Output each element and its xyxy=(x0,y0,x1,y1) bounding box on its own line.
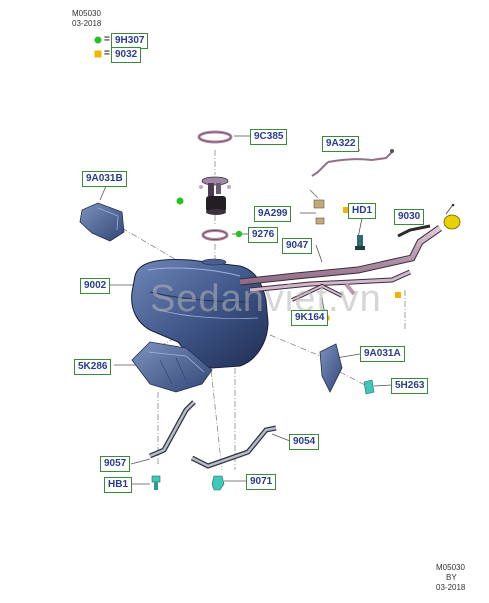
callout-9057[interactable]: 9057 xyxy=(100,456,131,472)
callout-5H263[interactable]: 5H263 xyxy=(391,378,429,394)
callout-9054[interactable]: 9054 xyxy=(289,434,320,450)
seal-ring-part xyxy=(201,229,229,241)
yellow-square-marker xyxy=(395,292,401,298)
callout-5K286[interactable]: 5K286 xyxy=(74,359,112,375)
callout-HD1[interactable]: HD1 xyxy=(348,203,377,219)
bolt-part xyxy=(151,475,161,490)
fuel-cap-part xyxy=(443,203,461,230)
callout-9K164[interactable]: 9K164 xyxy=(291,310,329,326)
callout-9002[interactable]: 9002 xyxy=(80,278,111,294)
clip-part xyxy=(363,379,375,395)
legend-equals-green: = xyxy=(104,34,110,45)
green-dot-marker xyxy=(235,230,243,238)
yellow-square-marker xyxy=(343,207,349,213)
upper-shield-part xyxy=(79,202,125,242)
legend-equals-yellow: = xyxy=(104,48,110,59)
lower-shield-part xyxy=(131,341,213,393)
filler-pipe-part xyxy=(239,224,443,302)
footer-date: 03-2018 xyxy=(436,583,466,592)
yellow-square-icon xyxy=(94,50,102,58)
fuel-tank-part xyxy=(131,258,269,369)
callout-9276[interactable]: 9276 xyxy=(248,227,279,243)
connector-part xyxy=(309,189,325,225)
callout-9071[interactable]: 9071 xyxy=(246,474,277,490)
callout-9A322[interactable]: 9A322 xyxy=(322,136,360,152)
side-shield-part xyxy=(319,343,343,393)
lock-ring-part xyxy=(197,130,233,144)
legend-9032[interactable]: 9032 xyxy=(111,47,142,63)
callout-9A299[interactable]: 9A299 xyxy=(254,206,292,222)
callout-9A031A[interactable]: 9A031A xyxy=(360,346,405,362)
nut-part xyxy=(211,475,225,491)
diagram-date: 03-2018 xyxy=(72,19,102,28)
callout-HB1[interactable]: HB1 xyxy=(104,477,133,493)
fuel-pump-module xyxy=(199,176,231,215)
callout-9047[interactable]: 9047 xyxy=(282,238,313,254)
footer-by: BY xyxy=(446,573,457,582)
footer-code: M05030 xyxy=(436,563,465,572)
callout-9A031B[interactable]: 9A031B xyxy=(82,171,127,187)
green-dot-icon xyxy=(94,36,102,44)
callout-9C385[interactable]: 9C385 xyxy=(250,129,288,145)
vent-line-part xyxy=(311,161,329,177)
callout-9030[interactable]: 9030 xyxy=(394,209,425,225)
diagram-code: M05030 xyxy=(72,9,101,18)
green-dot-marker xyxy=(176,197,184,205)
watermark: Sedanviet.vn xyxy=(150,278,382,320)
